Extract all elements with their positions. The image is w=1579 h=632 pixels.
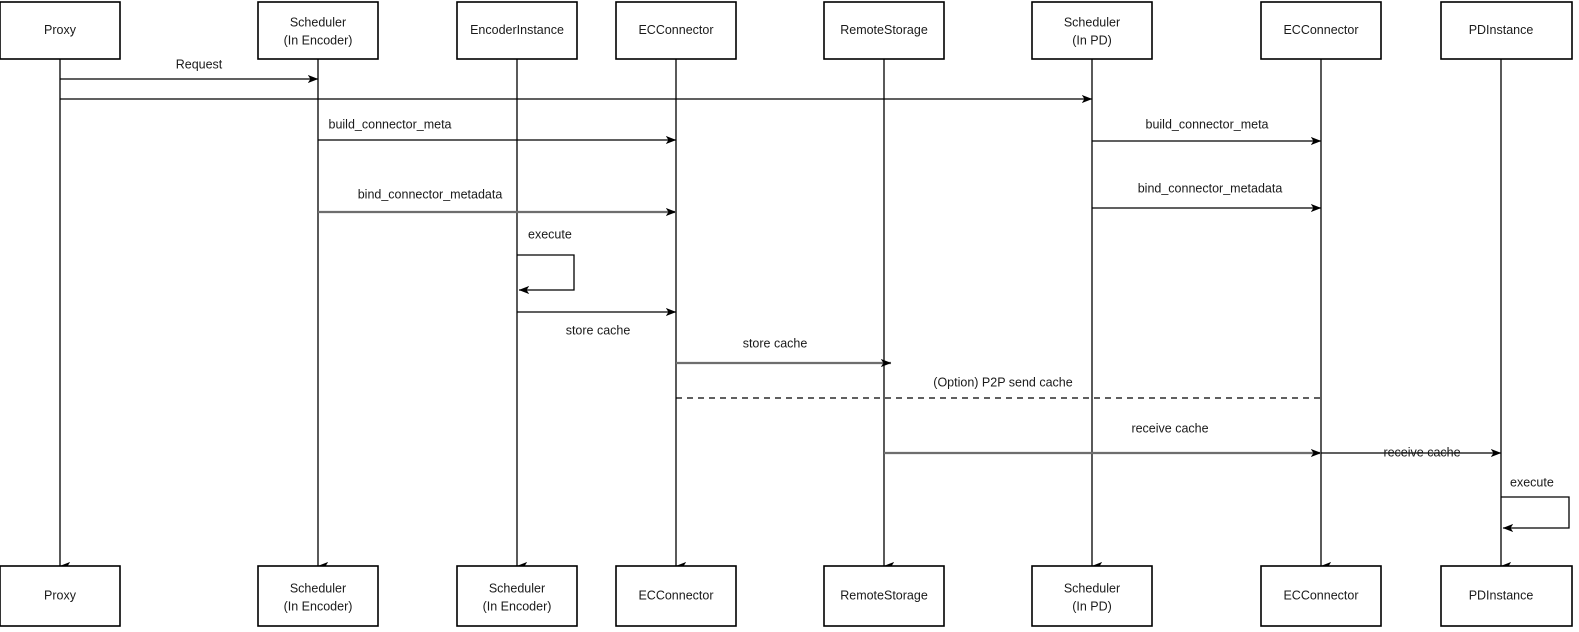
message-label: bind_connector_metadata [1138,181,1283,195]
participant-box-bottom-enc_inst[interactable]: Scheduler (In Encoder) [456,565,578,627]
participant-label: ECConnector [638,23,713,37]
participant-box-bottom-remote_store[interactable]: RemoteStorage [823,565,945,627]
participant-box-rect [1440,565,1573,627]
bottom-participant-boxes: Proxy Scheduler (In Encoder) Scheduler (In E… [0,565,1573,627]
participant-box-rect [615,1,737,60]
message-m5[interactable]: bind_connector_metadata [318,187,677,217]
participant-label: ECConnector [1283,588,1358,602]
message-label: store cache [743,336,808,350]
participant-label: PDInstance [1469,588,1534,602]
participant-label-line2: (In PD) [1072,599,1112,613]
participant-box-rect [1440,1,1573,60]
participant-box-bottom-ec_conn_enc[interactable]: ECConnector [615,565,737,627]
participant-box-top-enc_inst[interactable]: EncoderInstance [456,1,578,60]
participant-box-top-ec_conn_enc[interactable]: ECConnector [615,1,737,60]
participant-label-line1: Scheduler [1064,15,1120,29]
self-message-s1[interactable]: execute [517,227,575,295]
participant-box-rect [456,565,578,627]
participant-label: Proxy [44,23,77,37]
message-label: receive cache [1383,445,1460,459]
self-messages-group: execute execute [517,227,1570,533]
participant-box-bottom-pd_inst[interactable]: PDInstance [1440,565,1573,627]
participant-label-line1: Scheduler [1064,581,1120,595]
message-m6[interactable]: bind_connector_metadata [1092,181,1322,213]
message-m8[interactable]: store cache [676,336,892,368]
self-message-loop [517,254,575,295]
self-message-s2[interactable]: execute [1501,475,1570,533]
participant-box-rect [0,565,121,627]
lifelines-group [59,59,1512,571]
participant-box-top-sched_enc[interactable]: Scheduler (In Encoder) [257,1,379,60]
message-label: Request [176,57,223,71]
participant-label: Proxy [44,588,77,602]
participant-label-line2: (In Encoder) [284,599,353,613]
self-message-loop [1501,496,1570,533]
message-m3[interactable]: build_connector_meta [318,117,677,145]
self-message-label: execute [528,227,572,241]
messages-group: Request build_connector_meta build_connect… [60,57,1502,459]
participant-box-rect [823,1,945,60]
participant-box-top-ec_conn_pd[interactable]: ECConnector [1260,1,1382,60]
message-label: build_connector_meta [329,117,452,131]
message-label: build_connector_meta [1146,117,1269,131]
message-m4[interactable]: build_connector_meta [1092,117,1322,146]
participant-label: ECConnector [1283,23,1358,37]
participant-box-bottom-proxy[interactable]: Proxy [0,565,121,627]
participant-box-bottom-sched_enc[interactable]: Scheduler (In Encoder) [257,565,379,627]
participant-box-rect [1031,565,1153,627]
participant-box-rect [456,1,578,60]
participant-box-top-remote_store[interactable]: RemoteStorage [823,1,945,60]
message-label: receive cache [1131,421,1208,435]
participant-box-rect [0,1,121,60]
message-label: (Option) P2P send cache [933,375,1072,389]
participant-box-rect [823,565,945,627]
participant-box-rect [1260,565,1382,627]
participant-box-rect [615,565,737,627]
message-label: store cache [566,323,631,337]
participant-box-bottom-ec_conn_pd[interactable]: ECConnector [1260,565,1382,627]
participant-box-rect [257,1,379,60]
participant-label-line2: (In Encoder) [284,33,353,47]
participant-box-rect [1260,1,1382,60]
message-m11[interactable]: receive cache [1321,445,1502,459]
participant-label-line1: Scheduler [290,15,346,29]
participant-label: RemoteStorage [840,588,928,602]
message-label: bind_connector_metadata [358,187,503,201]
participant-label: EncoderInstance [470,23,564,37]
participant-label: ECConnector [638,588,713,602]
participant-label: RemoteStorage [840,23,928,37]
participant-box-bottom-sched_pd[interactable]: Scheduler (In PD) [1031,565,1153,627]
message-m10[interactable]: receive cache [884,421,1322,458]
participant-label: PDInstance [1469,23,1534,37]
participant-label-line1: Scheduler [489,581,545,595]
top-participant-boxes: Proxy Scheduler (In Encoder) EncoderInstanc… [0,1,1573,60]
participant-box-rect [1031,1,1153,60]
participant-box-rect [257,565,379,627]
participant-label-line2: (In PD) [1072,33,1112,47]
message-m1[interactable]: Request [60,57,319,84]
participant-label-line1: Scheduler [290,581,346,595]
participant-box-top-sched_pd[interactable]: Scheduler (In PD) [1031,1,1153,60]
participant-box-top-pd_inst[interactable]: PDInstance [1440,1,1573,60]
participant-box-top-proxy[interactable]: Proxy [0,1,121,60]
message-m9[interactable]: (Option) P2P send cache [676,375,1321,399]
participant-label-line2: (In Encoder) [483,599,552,613]
message-m7[interactable]: store cache [517,307,677,337]
self-message-label: execute [1510,475,1554,489]
